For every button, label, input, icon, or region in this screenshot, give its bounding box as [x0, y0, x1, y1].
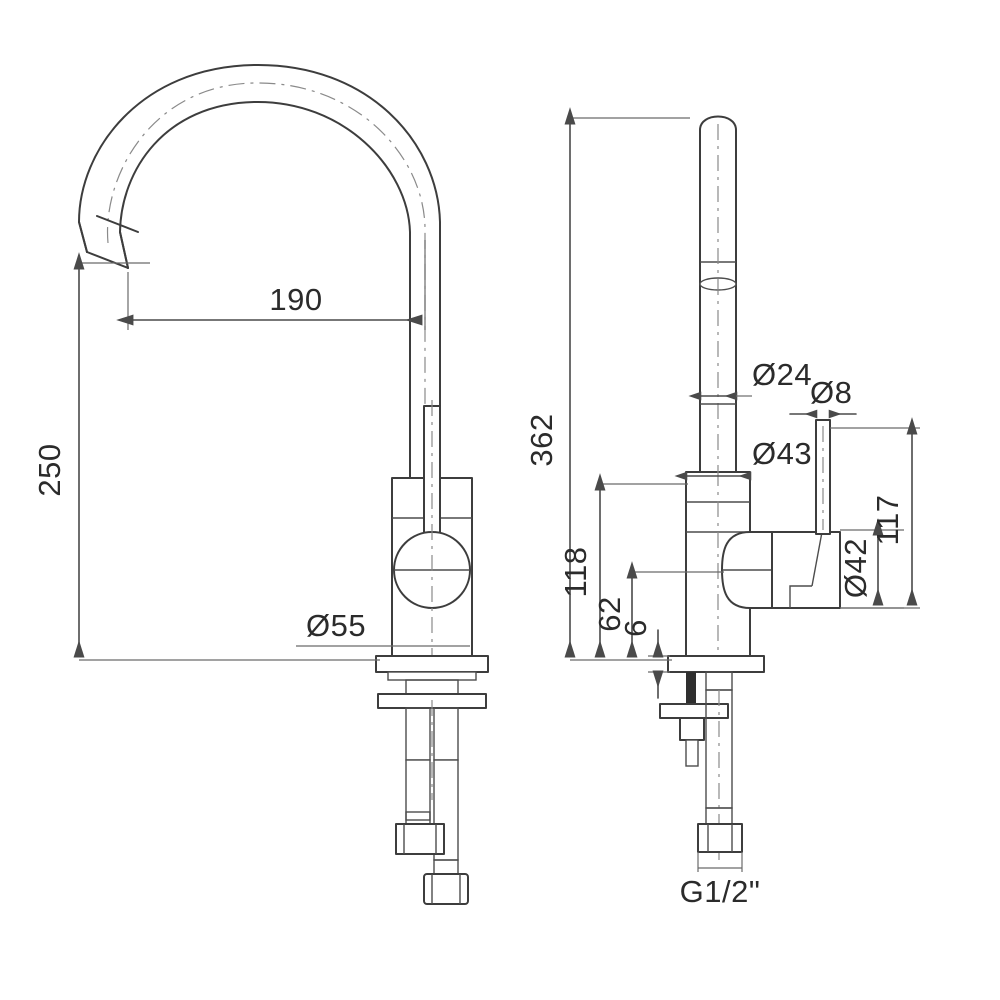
side-lever-cam [721, 531, 773, 609]
side-base-plate [667, 655, 765, 673]
dimension-d43: Ø43 [674, 436, 812, 481]
dimension-190-label: 190 [269, 282, 322, 317]
dimension-d24-label: Ø24 [752, 357, 812, 392]
dimension-d55-label: Ø55 [306, 608, 366, 643]
dimension-d24: Ø24 [688, 357, 812, 401]
dimension-362-label: 362 [524, 413, 559, 466]
side-mounting-shank [659, 671, 743, 860]
dimension-250: 250 [32, 252, 380, 661]
dimension-250-label: 250 [32, 443, 67, 496]
side-view-group: 362 118 62 6 [524, 107, 920, 909]
dimension-62-label: 62 [592, 596, 627, 631]
dimension-d55: Ø55 [296, 608, 470, 647]
dimension-118: 118 [558, 473, 688, 658]
dimension-d8-label: Ø8 [810, 375, 852, 410]
front-mounting-shank [377, 679, 487, 905]
thread-callout-label: G1/2" [680, 874, 761, 909]
dimension-117: 117 [830, 417, 920, 609]
dimension-362: 362 [524, 107, 690, 661]
dimension-117-label: 117 [870, 495, 905, 546]
side-handle-block [771, 531, 841, 609]
dimension-d8: Ø8 [789, 375, 857, 419]
dimension-d42-label: Ø42 [838, 538, 873, 598]
side-spout-tube [699, 115, 737, 473]
thread-callout-g12: G1/2" [680, 852, 761, 909]
front-base-plate [375, 655, 489, 681]
spout-gooseneck [78, 63, 441, 661]
dimension-d43-label: Ø43 [752, 436, 812, 471]
dimension-118-label: 118 [558, 547, 593, 598]
dimension-d42: Ø42 [838, 518, 904, 609]
front-view-group: 250 190 Ø55 [32, 63, 489, 905]
dimension-62: 62 [592, 561, 724, 658]
side-lever-rod [815, 419, 831, 535]
dimension-6: 6 [618, 619, 670, 699]
dimension-190: 190 [116, 240, 426, 330]
dimension-6-label: 6 [618, 619, 653, 637]
